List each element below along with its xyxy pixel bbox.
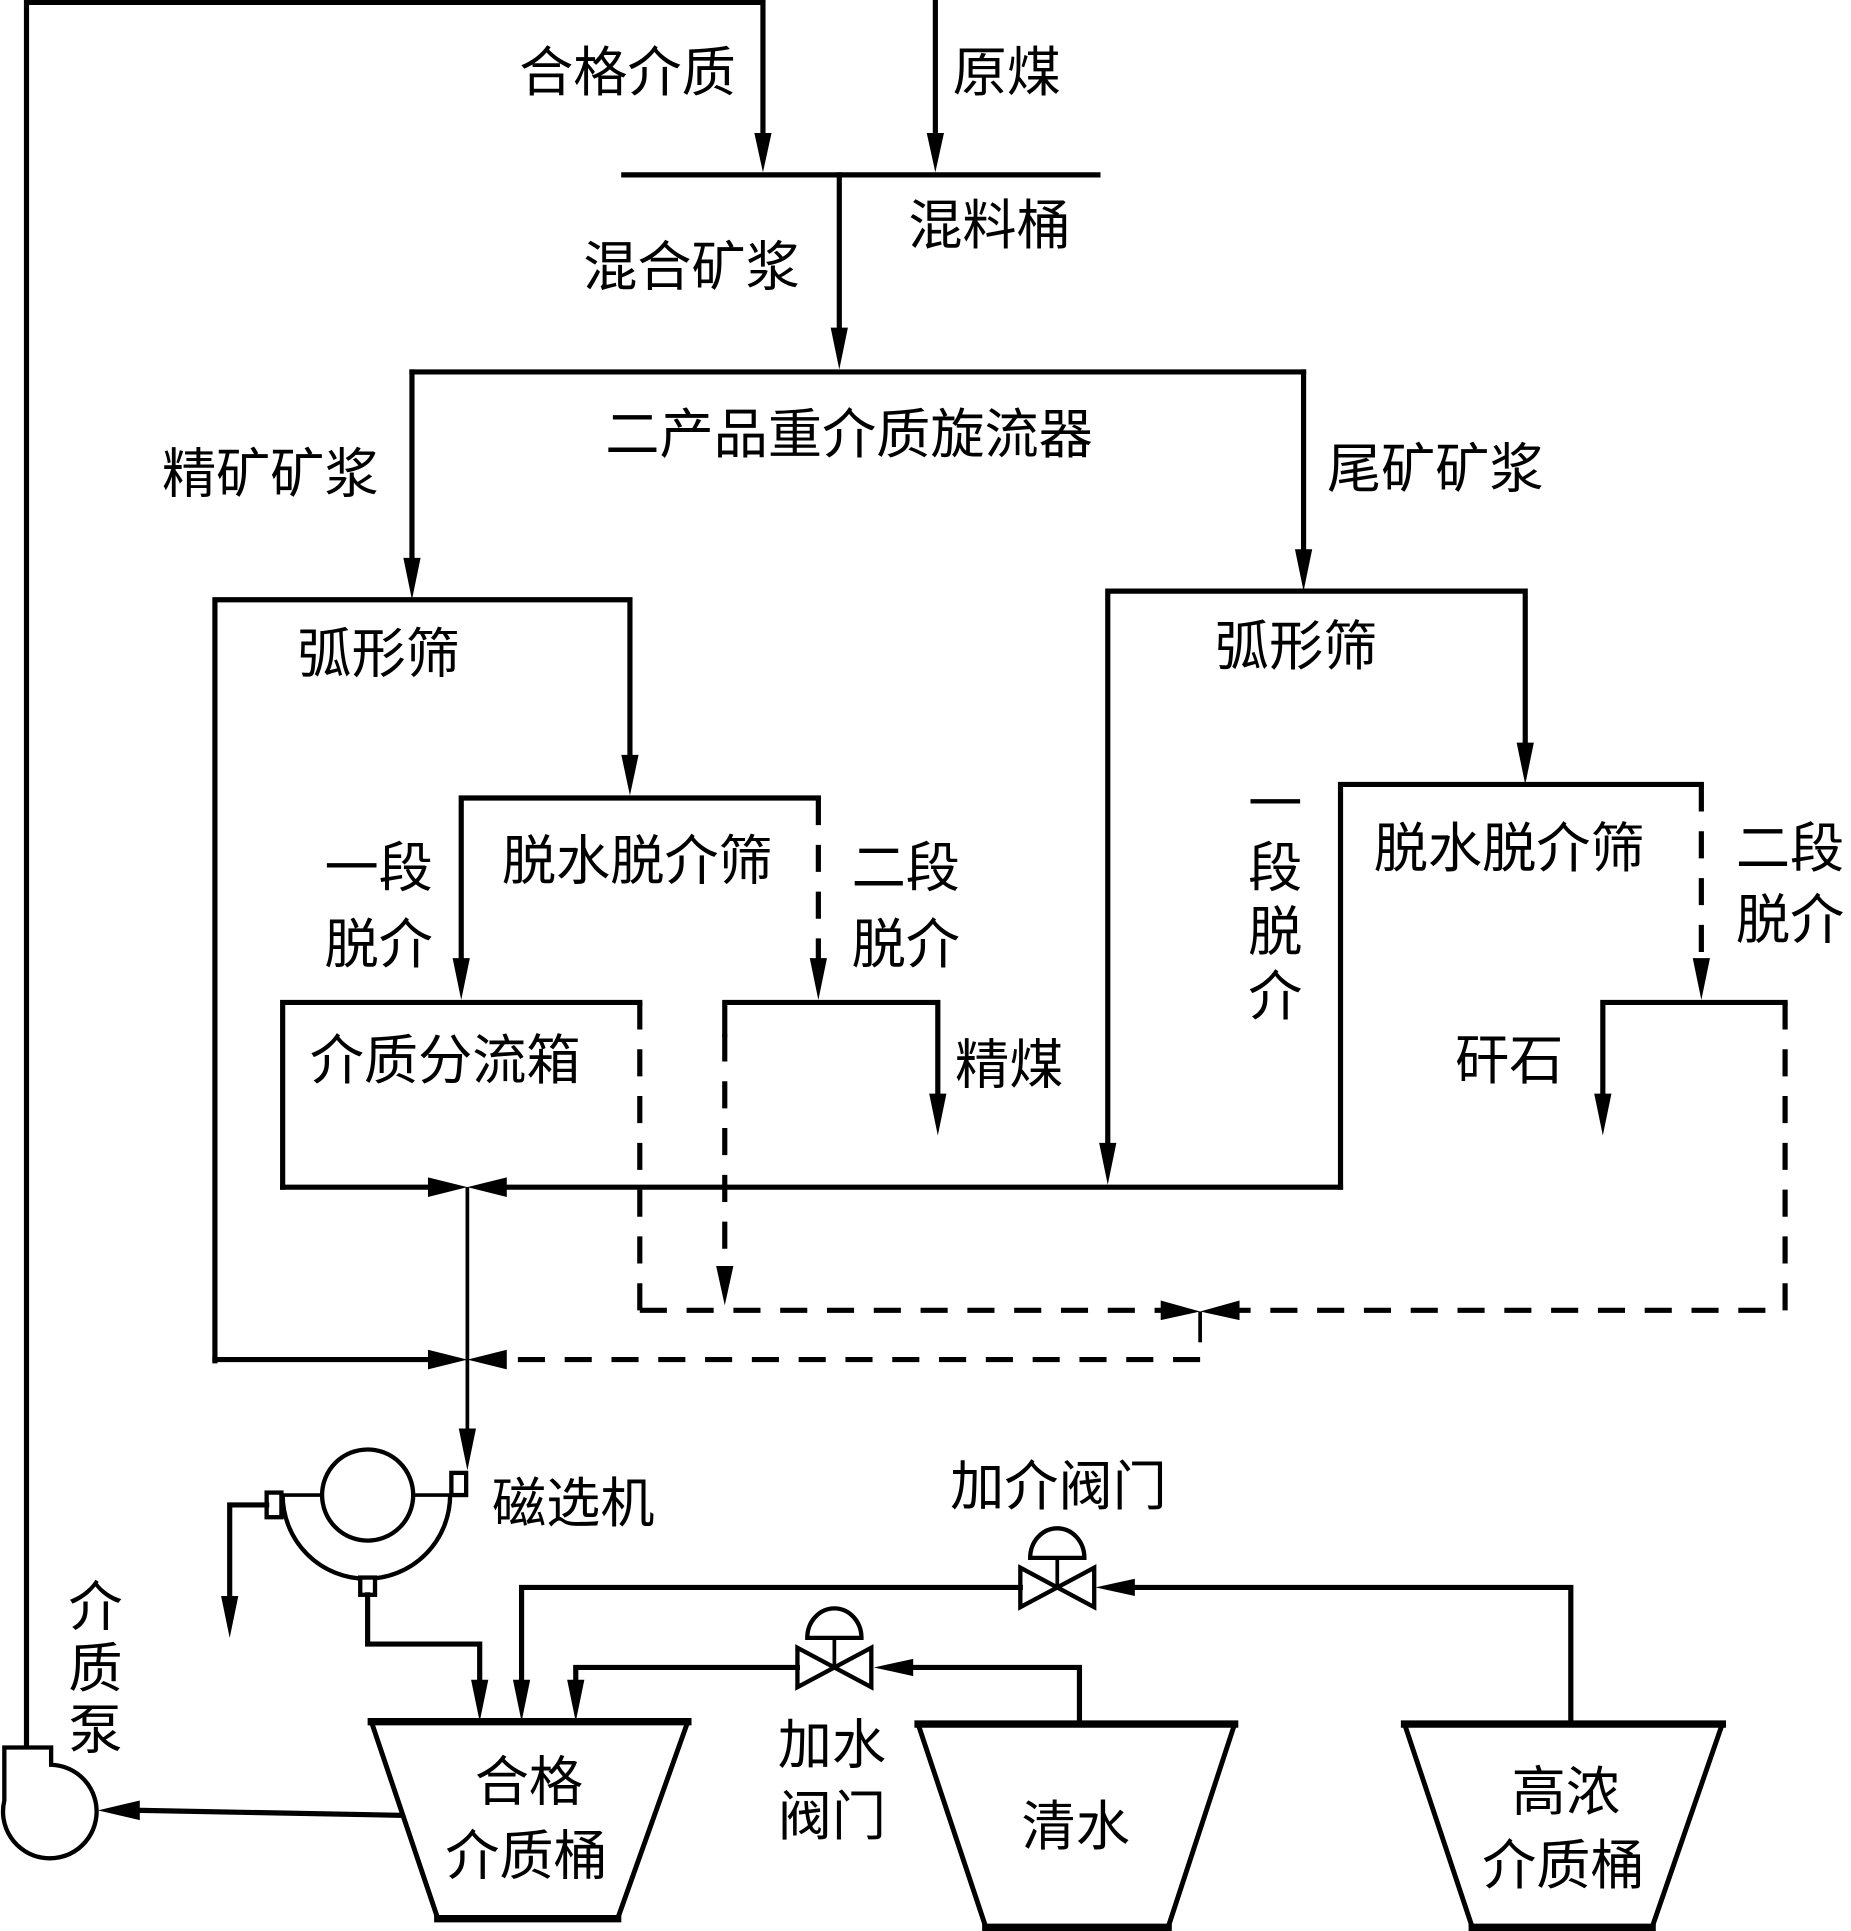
arrow-head <box>427 1177 468 1198</box>
qualified-medium-inlet <box>754 0 772 173</box>
label-clean-coal: 精煤 <box>955 1034 1063 1097</box>
arrow-head <box>458 1428 477 1471</box>
label-medium-valve: 加介阀门 <box>950 1455 1167 1518</box>
label-qualified-medium: 合格介质 <box>519 41 736 104</box>
arrow-head <box>1594 1093 1612 1136</box>
water-valve-line <box>567 1658 1083 1727</box>
arrow-head <box>1200 1300 1240 1321</box>
arrow-head <box>467 1177 507 1198</box>
arrow-head <box>1692 958 1710 1000</box>
combined-return-line <box>212 1187 507 1471</box>
dewatering-screen-right <box>1337 781 1710 1190</box>
arrow-head <box>1516 742 1534 785</box>
arrow-head <box>221 1596 239 1638</box>
label-dense-tank-line2: 介质桶 <box>1482 1834 1645 1897</box>
label-stage1-left-line2: 脱介 <box>325 913 433 976</box>
label-stage2-right-line1: 二段 <box>1736 817 1844 880</box>
gangue-outlet <box>1233 999 1788 1313</box>
arrow-head <box>427 1349 468 1370</box>
label-gangue: 矸石 <box>1455 1029 1563 1092</box>
arrow-head <box>926 133 944 173</box>
arrow-head <box>1160 1300 1201 1321</box>
arrow-head <box>621 754 639 796</box>
label-stage2-right-line2: 脱介 <box>1736 888 1844 951</box>
label-stage1-left-line1: 一段 <box>325 837 433 900</box>
arrow-head <box>929 1093 947 1136</box>
arrow-head <box>512 1679 531 1722</box>
arrow-head <box>1294 549 1313 592</box>
arrow-head <box>716 1265 734 1306</box>
label-mixing-tank: 混料桶 <box>908 194 1071 257</box>
magnetic-separator-icon <box>264 1447 469 1597</box>
arrow-head <box>467 1349 507 1370</box>
arrow-head <box>873 1658 914 1677</box>
arrow-head <box>567 1679 585 1722</box>
label-stage1-right-2: 段 <box>1248 837 1302 900</box>
label-qualified-tank-line2: 介质桶 <box>445 1824 608 1887</box>
arrow-head <box>1099 1142 1117 1185</box>
label-tailings-slurry: 尾矿矿浆 <box>1327 438 1544 501</box>
tailings-slurry-line <box>1294 369 1313 592</box>
medium-pump-icon <box>0 1745 99 1861</box>
concentrate-slurry-line <box>403 369 421 600</box>
medium-valve-icon <box>1018 1526 1097 1611</box>
label-raw-coal: 原煤 <box>953 41 1061 104</box>
tank-to-pump-line <box>97 1800 402 1821</box>
dense-medium-tank <box>1400 1720 1726 1931</box>
label-sieve-bend-right: 弧形筛 <box>1215 615 1378 678</box>
concentrate-to-tank-line <box>365 1592 489 1722</box>
label-medium-pump-1: 介 <box>68 1576 122 1639</box>
water-valve-icon <box>795 1606 874 1691</box>
label-stage1-right-4: 介 <box>1248 965 1302 1028</box>
label-medium-pump-2: 质 <box>68 1637 122 1700</box>
arrow-head <box>97 1800 140 1821</box>
mixed-slurry-line <box>830 172 848 370</box>
arrow-head <box>830 327 848 370</box>
arrow-head <box>452 958 470 1000</box>
sieve-bend-left <box>212 597 639 1364</box>
label-stage1-right-1: 一 <box>1248 773 1302 836</box>
label-qualified-tank-line1: 合格 <box>475 1750 583 1813</box>
label-medium-pump-3: 泵 <box>68 1699 122 1762</box>
clean-coal-outlet <box>716 999 947 1306</box>
arrow-head <box>1095 1578 1135 1597</box>
tailings-outlet-line <box>221 1502 270 1638</box>
stage2-medium-collector <box>506 1300 1240 1363</box>
arrow-head <box>403 557 421 600</box>
label-water-valve-line2: 阀门 <box>778 1785 886 1848</box>
label-concentrate-slurry: 精矿矿浆 <box>162 443 379 506</box>
raw-coal-inlet <box>926 0 944 173</box>
qualified-medium-tank <box>367 1717 692 1923</box>
label-stage2-left-line2: 脱介 <box>852 913 960 976</box>
sieve-bend-right <box>1099 588 1534 1185</box>
label-screen-left: 脱水脱介筛 <box>502 829 773 892</box>
dewatering-screen-left <box>452 795 827 1000</box>
stage1-medium-collector <box>280 1177 1344 1198</box>
label-sieve-bend-left: 弧形筛 <box>297 622 460 685</box>
return-line-medium-pump <box>23 0 766 1751</box>
clear-water-tank <box>914 1720 1239 1931</box>
medium-valve-line <box>512 1578 1574 1725</box>
label-magnetic-separator: 磁选机 <box>492 1472 655 1535</box>
label-mixed-slurry: 混合矿浆 <box>583 236 800 299</box>
label-screen-right: 脱水脱介筛 <box>1374 817 1645 880</box>
medium-splitter-box <box>280 999 643 1311</box>
label-stage1-right-3: 脱 <box>1248 901 1302 964</box>
label-stage2-left-line1: 二段 <box>852 837 960 900</box>
label-splitter-box: 介质分流箱 <box>310 1029 581 1092</box>
label-clear-water: 清水 <box>1022 1795 1130 1858</box>
arrow-head <box>809 958 827 1000</box>
arrow-head <box>471 1679 489 1722</box>
label-cyclone: 二产品重介质旋流器 <box>605 403 1093 466</box>
arrow-head <box>754 133 772 173</box>
label-dense-tank-line1: 高浓 <box>1512 1760 1620 1823</box>
label-water-valve-line1: 加水 <box>778 1714 886 1777</box>
